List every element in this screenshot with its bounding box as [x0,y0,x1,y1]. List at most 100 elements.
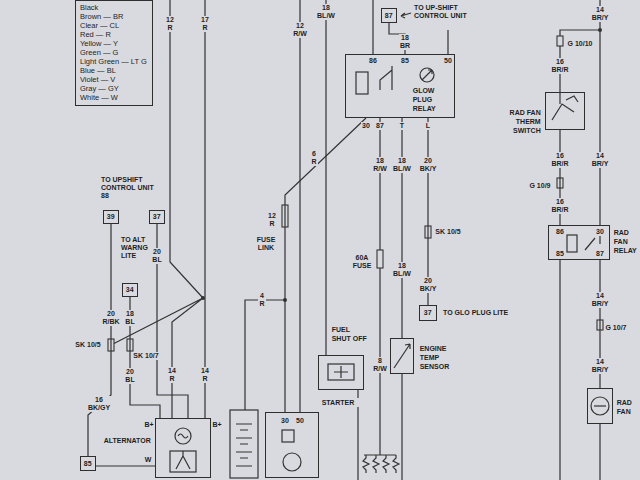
component-label: 85 [84,459,92,468]
wire-code: 14 BR/Y [591,358,610,374]
component-label: RAD FAN THERM SWITCH [499,108,541,135]
wire [401,374,402,480]
fan-motor [594,405,606,406]
wire-code: 30 [361,122,371,130]
connector-number: 87 [381,8,397,23]
wire-code: 18 BR [399,34,411,50]
relay-switch [380,66,392,90]
wire-code: 20 BL [151,248,162,264]
wire-code: 60A FUSE [352,254,373,270]
color-code-entry: Gray — GY [80,84,147,93]
wire-code: B+ [211,421,222,429]
component-label: FUEL SHUT OFF [332,325,370,343]
note-label: TO ALT WARNG LITE [120,236,152,260]
relay-switch [585,236,600,250]
timer-arrow [422,70,432,80]
wire-code: 14 BR/Y [591,6,610,22]
wire-connector [401,118,402,338]
wire-code: 6 R [310,150,317,166]
connector [557,36,563,46]
color-code-entry: Red — R [80,30,147,39]
relay-coil [356,72,368,94]
connector-number: 39 [103,210,119,224]
wire-code: 18 BL [124,310,135,326]
connector-number: 37 [149,210,165,224]
color-code-entry: Brown — BR [80,12,147,21]
thermo-switch: RAD FAN THERM SWITCH [545,92,585,130]
rectifier-symbol [170,451,196,472]
wire-code: L [425,122,431,130]
wire-code: FUSE LINK [256,236,277,252]
wire-code: 85 [555,250,565,258]
wire-code: 8 R/W [372,357,388,373]
wire [245,300,285,410]
battery-plates [236,424,252,466]
wire [299,0,300,412]
wire-code: 20 BL [124,368,135,384]
leader-arrow [401,13,411,18]
note-label: TO UP-SHIFT CONTROL UNIT [413,4,477,20]
component-label: RAD FAN RELAY [614,228,638,255]
wire-code: 16 BR/R [550,58,569,74]
wire [372,0,373,54]
wire-code: 86 [555,228,565,236]
wire-code: 16 BR/R [550,198,569,214]
wire-code: 12 R [165,16,175,32]
component-label: 37 [424,308,432,317]
component-label: STARTER [322,398,362,407]
alternator-symbol [175,428,191,444]
wire-code: 4 R [258,292,265,308]
wire-code: 30 [280,417,290,425]
color-code-entry: Green — G [80,48,147,57]
component-label: RAD FAN [617,398,639,416]
component-label: GLOW PLUG RELAY [413,86,451,113]
wire-code: 87 [595,250,605,258]
wire-code: 16 BR/R [550,152,569,168]
wire-code: G 10/9 [528,182,551,190]
wire-code: 12 R [267,212,277,228]
color-code-entry: Yellow — Y [80,39,147,48]
alternator: ALTERNATOR [155,418,211,478]
wire-code: 14 BR/Y [591,292,610,308]
component-label: ENGINE TEMP SENSOR [420,344,462,371]
rectifier-symbol [176,451,190,469]
wire-code: 18 BL/W [392,262,412,278]
fuel-shutoff-solenoid: FUEL SHUT OFF [318,355,364,390]
thermo-switch-symbol [552,92,578,120]
timer-symbol [420,68,434,82]
wire-code: 50 [295,417,305,425]
color-code-entry: Black [80,3,147,12]
wire-code: G 10/10 [567,40,594,48]
connector-number: 34 [122,283,138,297]
wire-code: 85 [400,57,410,65]
fan-motor [591,397,609,415]
wire-code: 12 R/W [292,22,308,38]
junction-dot [598,28,602,32]
color-code-entry: Light Green — LT G [80,57,147,66]
wire-code: W [144,456,153,464]
wire-code: 86 [368,57,378,65]
wire-code: SK 10/5 [74,341,101,349]
wire-code: 20 BK/Y [419,277,438,293]
starter-solenoid [282,430,294,442]
wire-code: 14 R [167,367,177,383]
note-label: TO GLO PLUG LITE [442,309,509,317]
wire-code: 18 BL/W [392,157,412,173]
color-code-entry: Violet — V [80,75,147,84]
note-label: TO UPSHIFT CONTROL UNIT 88 [100,176,164,200]
connector-number: 85 [80,456,96,471]
wire-code: SK 10/7 [132,352,159,360]
wire-code: B+ [143,421,154,429]
fuse [377,250,383,268]
junction-dot [201,296,205,300]
component-label: 87 [385,11,393,20]
component-label: ALTERNATOR [101,436,151,445]
sensor-symbol [394,344,410,368]
wire [599,424,600,480]
wire-code: 14 R [200,367,210,383]
temp-sensor: ENGINE TEMP SENSOR [390,338,414,374]
wire-code: 18 R/W [372,157,388,173]
wire [447,30,448,54]
wire-code: 20 BK/Y [419,157,438,173]
wire-code: T [399,122,405,130]
